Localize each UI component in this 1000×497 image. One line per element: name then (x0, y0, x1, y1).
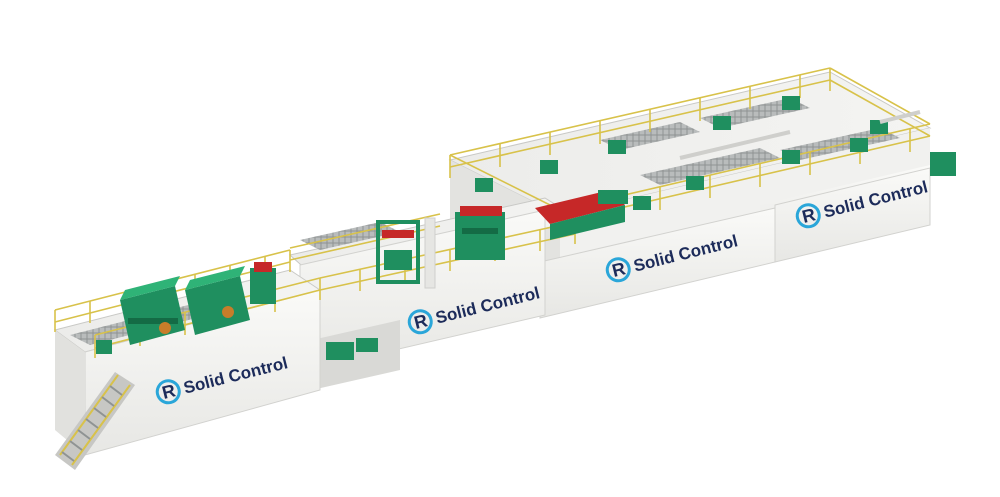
logo-mark-icon: R (800, 204, 817, 227)
tank-3 (539, 167, 931, 319)
desilter (455, 206, 505, 260)
pipes (679, 110, 921, 160)
agitators (475, 96, 956, 210)
centrifuge (535, 190, 628, 240)
degasser (250, 262, 276, 304)
desander-frame (376, 217, 436, 289)
pumps (96, 338, 378, 360)
logo-mark-icon: R (160, 380, 177, 403)
logo-mark-icon: R (412, 310, 429, 333)
stairs (55, 372, 135, 470)
logo-mark-icon: R (610, 258, 627, 281)
shale-shakers (120, 266, 250, 345)
